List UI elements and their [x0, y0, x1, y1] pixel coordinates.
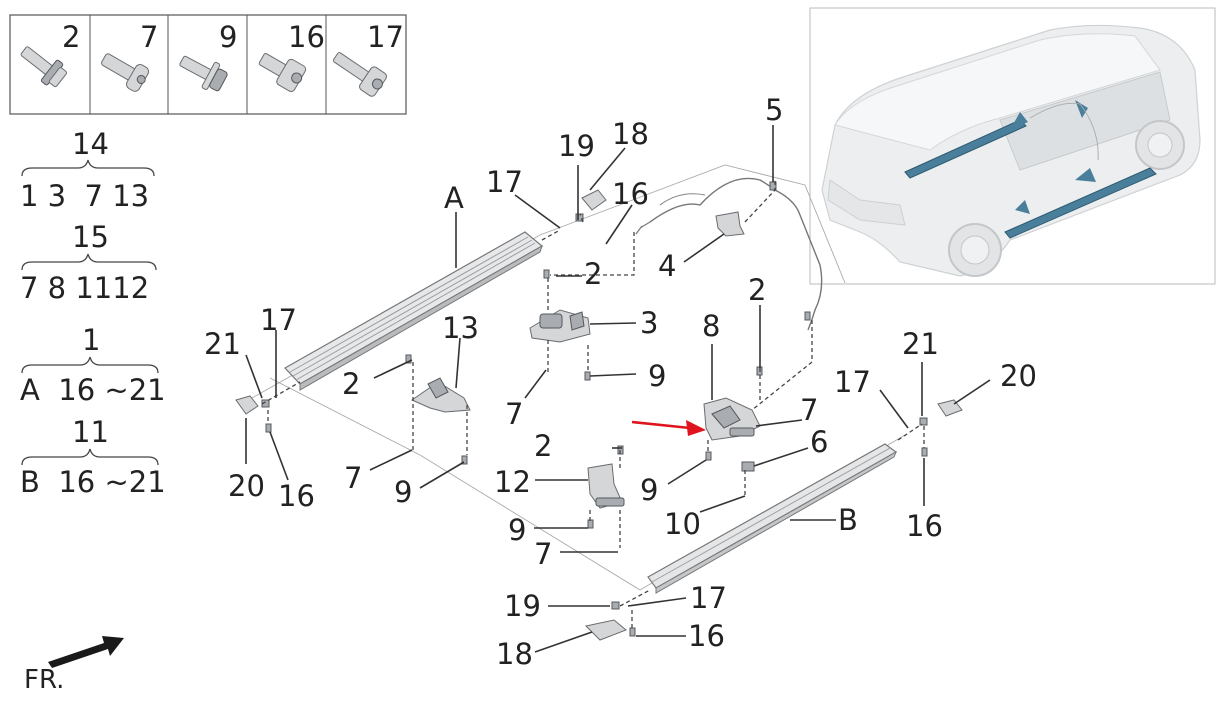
callout-5: 5 [765, 93, 783, 127]
fastener-number-9: 9 [219, 20, 237, 54]
callout-2: 2 [342, 367, 360, 401]
callout-16: 16 [906, 509, 943, 543]
motor-8 [703, 397, 761, 441]
callout-2: 2 [534, 429, 552, 463]
callout-7: 7 [800, 393, 818, 427]
callout-10: 10 [664, 507, 701, 541]
callout-19: 19 [504, 589, 541, 623]
end-cap-20-right [937, 399, 963, 417]
highlight-arrow [631, 420, 706, 436]
callout-13: 13 [442, 311, 479, 345]
running-board-a [284, 231, 544, 391]
end-cap-18-front [581, 189, 607, 211]
callout-19: 19 [558, 129, 595, 163]
callout-16: 16 [612, 177, 649, 211]
callout-7: 7 [344, 461, 362, 495]
callout-3: 3 [640, 306, 658, 340]
callout-18: 18 [612, 117, 649, 151]
callout-6: 6 [810, 425, 828, 459]
kit-legend: 14 1 3 7 13 15 7 8 1112 1 A 16 ~21 11 B … [20, 127, 166, 499]
callout-2: 2 [748, 273, 766, 307]
callout-18: 18 [496, 637, 533, 671]
clip-19 [575, 213, 620, 610]
suv-vehicle-icon [821, 24, 1201, 277]
flange-bolt-icon [20, 46, 68, 88]
end-cap-20-left [235, 395, 259, 415]
front-label: FR. [24, 665, 64, 695]
kit-parts-1: A 16 ~21 [20, 373, 166, 407]
callout-leaders [245, 125, 991, 653]
inset-running-board-right [1004, 167, 1157, 239]
callout-7: 7 [534, 537, 552, 571]
kit-group-11: 11 [72, 415, 109, 449]
socket-cap-screw-long-icon [332, 52, 387, 97]
callout-21: 21 [204, 327, 241, 361]
callout-12: 12 [494, 465, 531, 499]
torx-bolt-icon [101, 53, 150, 92]
callout-4: 4 [658, 249, 676, 283]
callout-21: 21 [902, 327, 939, 361]
callout-labels: A B 2 2 2 2 3 4 5 6 7 7 7 7 8 9 9 9 9 10… [204, 93, 1037, 671]
running-board-b [647, 443, 898, 594]
callout-9: 9 [508, 513, 526, 547]
callout-20: 20 [1000, 359, 1037, 393]
sensor-6 [741, 461, 755, 472]
callout-16: 16 [278, 479, 315, 513]
kit-group-15: 15 [72, 220, 109, 254]
kit-parts-14: 1 3 7 13 [20, 179, 149, 213]
fastener-number-2: 2 [62, 20, 80, 54]
vehicle-inset [809, 7, 1216, 285]
kit-parts-11: B 16 ~21 [20, 465, 166, 499]
callout-9: 9 [394, 475, 412, 509]
callout-17: 17 [486, 165, 523, 199]
motor-3 [529, 309, 591, 343]
callout-17: 17 [690, 581, 727, 615]
mount-4 [715, 211, 745, 237]
front-direction-indicator: FR. [24, 636, 124, 695]
kit-parts-15: 7 8 1112 [20, 271, 149, 305]
wire-harness [635, 177, 823, 331]
fastener-number-7: 7 [140, 20, 158, 54]
kit-group-1: 1 [82, 323, 100, 357]
fastener-box: 2 7 9 16 17 [9, 14, 407, 115]
socket-cap-screw-icon [258, 53, 307, 93]
bracket-13 [410, 377, 471, 413]
bracket-12 [587, 463, 625, 509]
callout-16: 16 [688, 619, 725, 653]
clip-21 [261, 399, 928, 426]
callout-9: 9 [640, 473, 658, 507]
callout-17: 17 [260, 303, 297, 337]
callout-7: 7 [505, 397, 523, 431]
inset-running-board-left [904, 119, 1027, 179]
callout-17: 17 [834, 365, 871, 399]
washer-bolt-icon [179, 55, 228, 92]
callout-2: 2 [584, 257, 602, 291]
fastener-number-16: 16 [288, 20, 325, 54]
callout-20: 20 [228, 469, 265, 503]
callout-8: 8 [702, 309, 720, 343]
assembly-lines [261, 180, 925, 628]
end-cap-18-rear [584, 619, 627, 641]
fastener-number-17: 17 [367, 20, 404, 54]
kit-group-14: 14 [72, 127, 109, 161]
callout-b: B [838, 503, 858, 537]
callout-9: 9 [648, 359, 666, 393]
callout-a: A [444, 181, 464, 215]
front-arrow-icon [48, 636, 124, 668]
